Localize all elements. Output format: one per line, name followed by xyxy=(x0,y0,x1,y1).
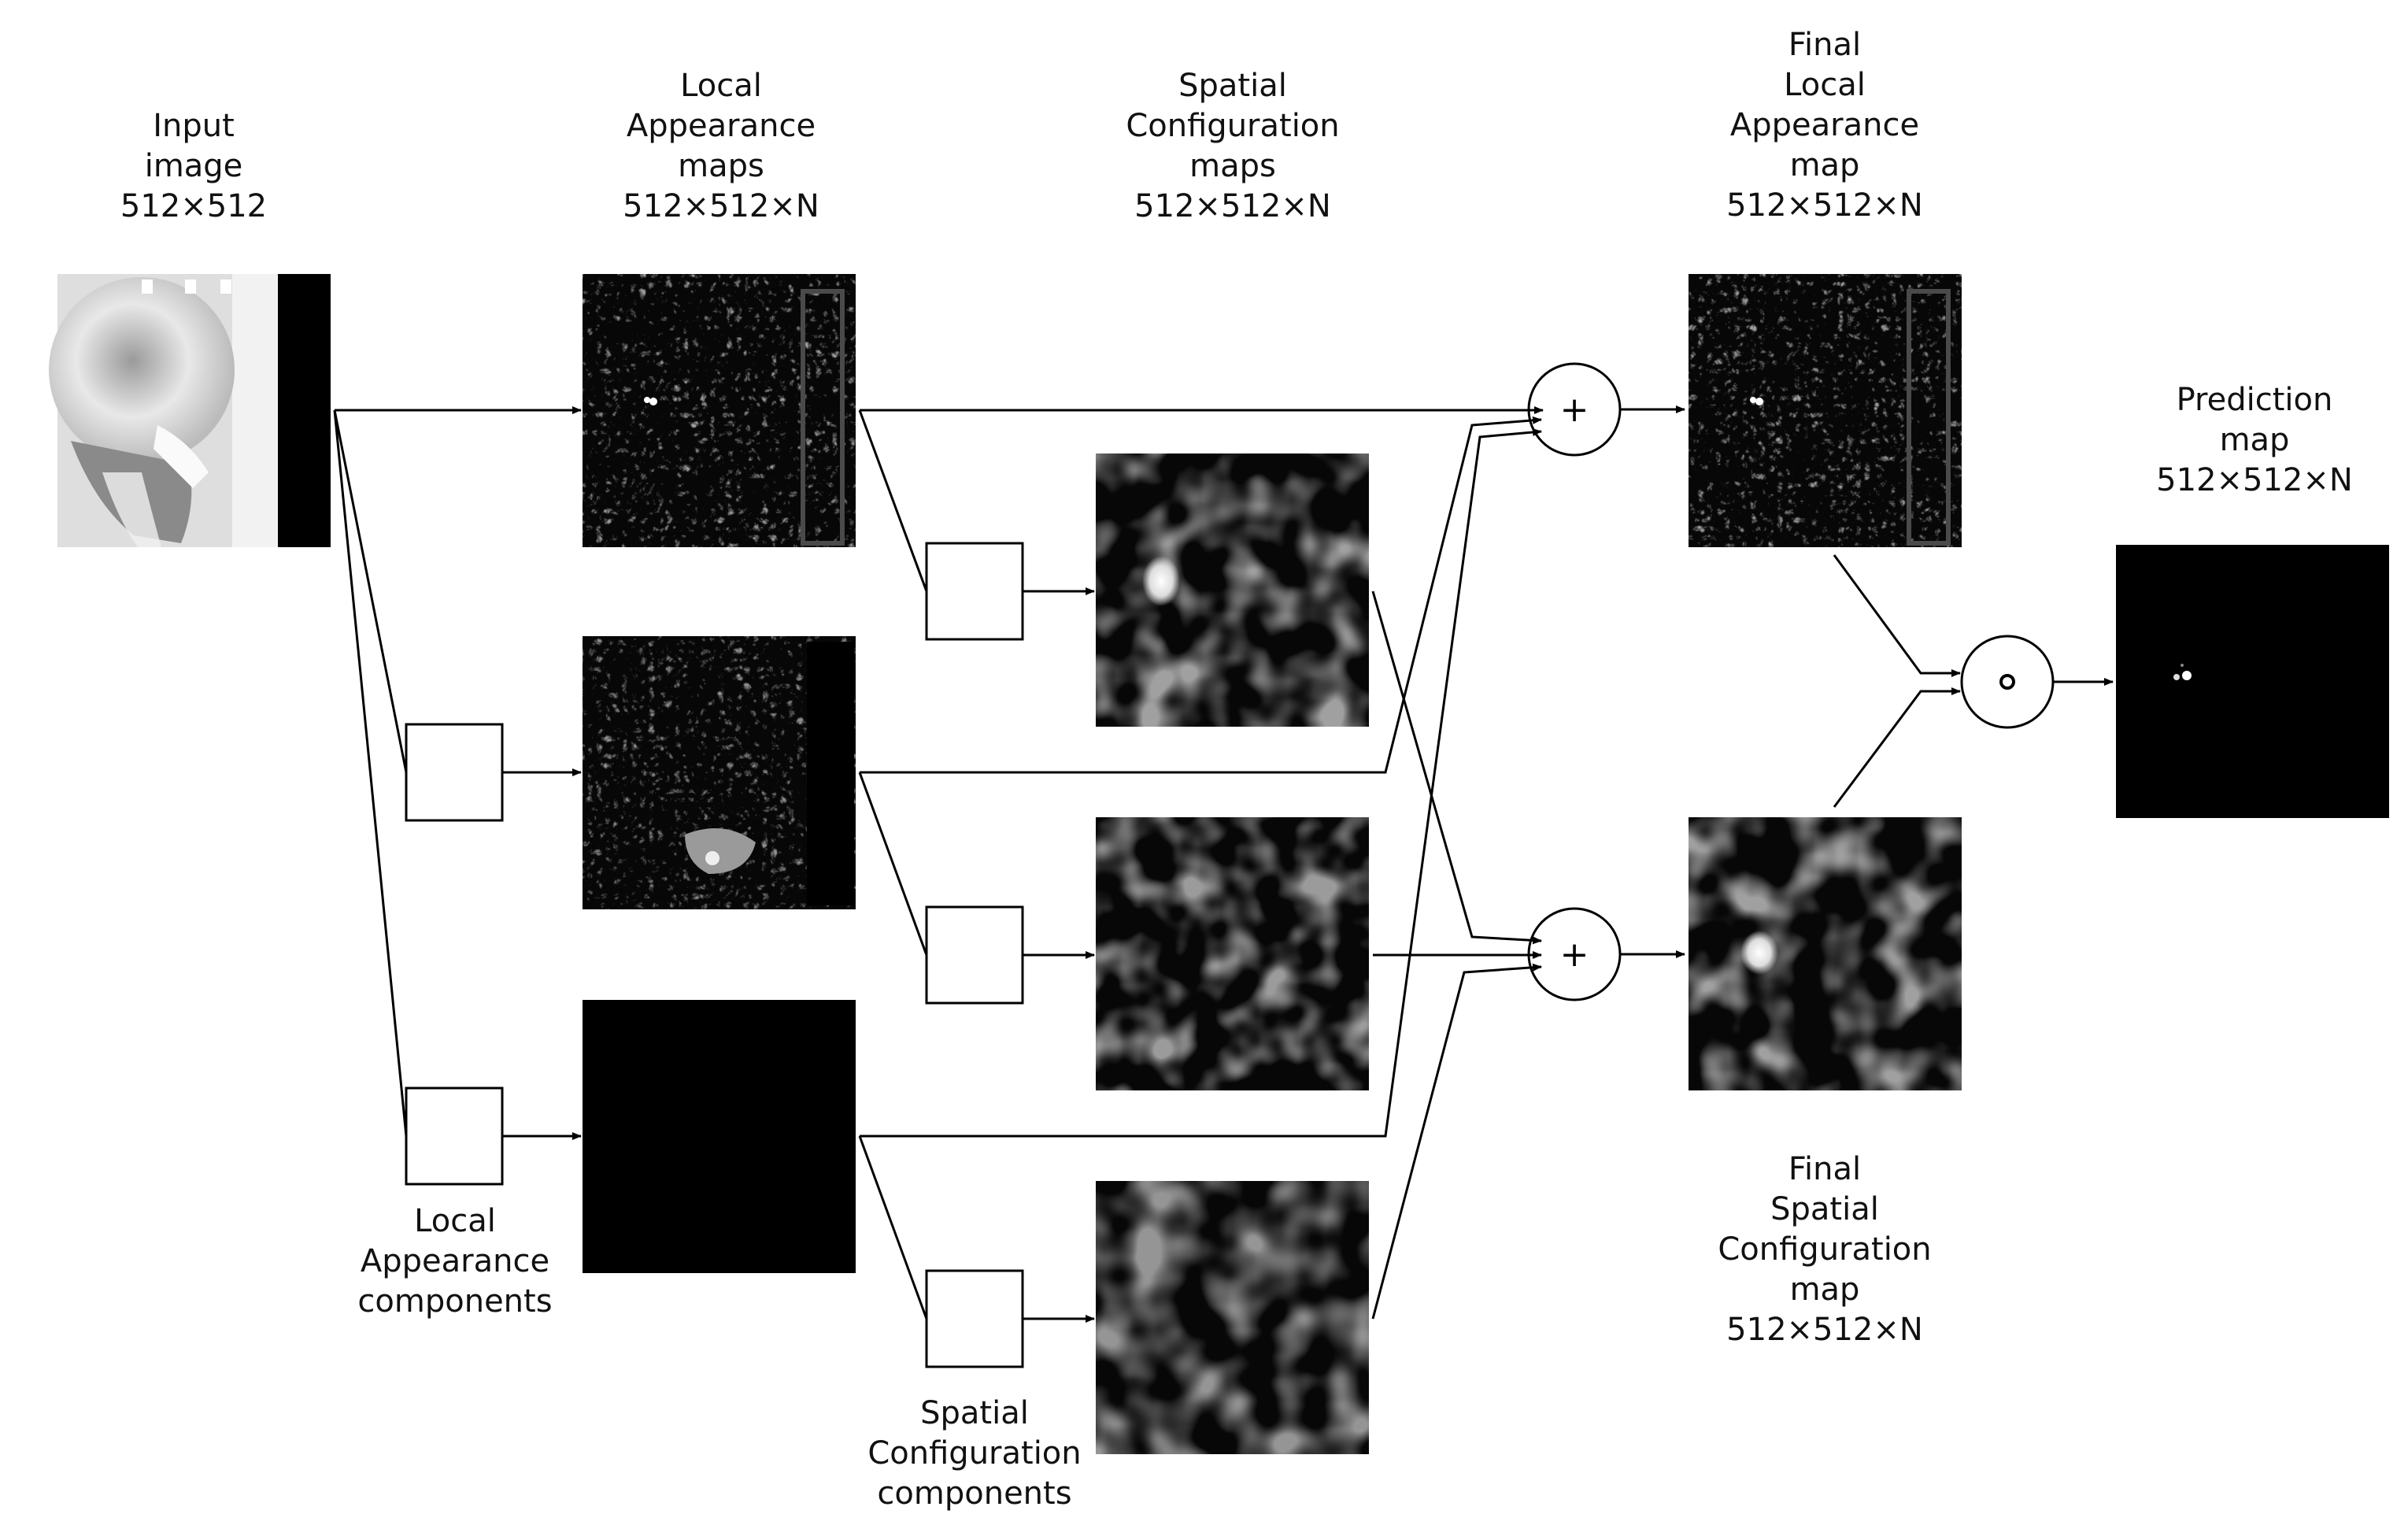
local-appearance-map-2 xyxy=(583,636,856,909)
local-appearance-map-1 xyxy=(583,274,856,547)
spatial-configuration-map-2 xyxy=(1096,817,1369,1090)
sum-symbol-bottom: + xyxy=(1560,935,1589,975)
prediction-map xyxy=(2116,545,2389,818)
final-spatial-configuration-map-label: Final Spatial Configuration map 512×512×… xyxy=(1718,1151,1932,1348)
product-operator xyxy=(1960,635,2055,729)
local-appearance-map-3 xyxy=(583,1000,856,1273)
final-local-appearance-map xyxy=(1689,274,1962,547)
local-appearance-component-box-2 xyxy=(405,723,504,822)
spatial-configuration-maps-label: Spatial Configuration maps 512×512×N xyxy=(1126,68,1340,224)
spatial-configuration-component-box-1 xyxy=(925,542,1024,641)
spatial-configuration-map-3 xyxy=(1096,1181,1369,1454)
sum-symbol-top: + xyxy=(1560,390,1589,430)
product-symbol xyxy=(1999,674,2015,690)
spatial-configuration-component-box-3 xyxy=(925,1269,1024,1368)
prediction-map-label: Prediction map 512×512×N xyxy=(2156,382,2353,498)
input-image-label: Input image 512×512 xyxy=(120,108,268,224)
spatial-configuration-component-box-2 xyxy=(925,905,1024,1005)
input-xray-image xyxy=(49,274,331,547)
spatial-configuration-map-1 xyxy=(1096,453,1369,727)
final-local-appearance-map-label: Final Local Appearance map 512×512×N xyxy=(1726,27,1923,224)
final-spatial-configuration-map xyxy=(1689,817,1962,1090)
spatial-configuration-components-label: Spatial Configuration components xyxy=(867,1395,1082,1512)
local-appearance-component-box-3 xyxy=(405,1087,504,1186)
local-appearance-maps-label: Local Appearance maps 512×512×N xyxy=(623,68,819,224)
connections xyxy=(333,405,2114,1323)
local-appearance-components-label: Local Appearance components xyxy=(357,1203,553,1320)
